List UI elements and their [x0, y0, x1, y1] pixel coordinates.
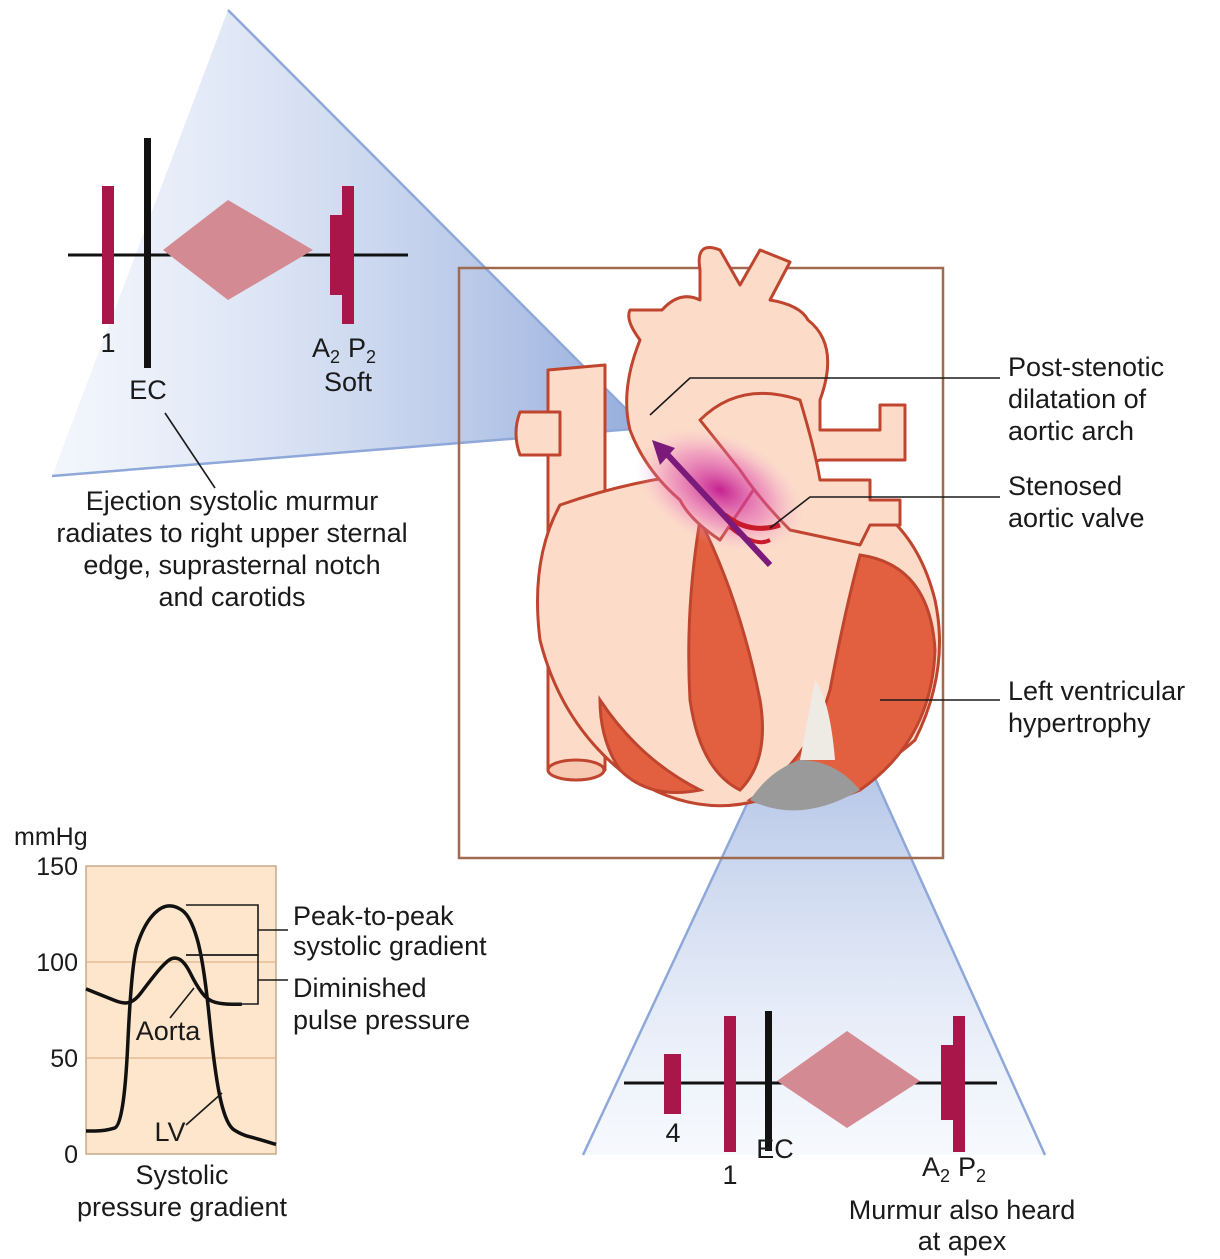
bottom-a2-letter: A — [922, 1152, 940, 1182]
bottom-ejection-click-bar — [765, 1011, 772, 1151]
top-p2-sub: 2 — [366, 347, 376, 367]
chart-y-ticks: 0 50 100 150 — [36, 853, 78, 1169]
top-a2-bar — [330, 215, 342, 295]
post-stenotic-line-2: dilatation of — [1008, 384, 1147, 414]
apex-caption-line-2: at apex — [918, 1226, 1007, 1256]
murmur-caption-line-4: and carotids — [158, 582, 305, 612]
heart-illustration — [516, 248, 940, 811]
bottom-a2-bar — [941, 1045, 953, 1120]
chart-y-tick-label: 150 — [36, 853, 78, 881]
pressure-chart: mmHg 0 50 100 150 Aorta LV Peak-to-peak sys… — [14, 823, 487, 1222]
chart-y-tick-label: 100 — [36, 949, 78, 977]
post-stenotic-line-3: aortic arch — [1008, 416, 1134, 446]
murmur-radiation-caption: Ejection systolic murmur radiates to rig… — [56, 486, 407, 612]
bottom-s1-label: 1 — [722, 1160, 737, 1190]
chart-caption-line-1: Systolic — [135, 1160, 228, 1190]
murmur-caption-line-2: radiates to right upper sternal — [56, 518, 407, 548]
bottom-s1-bar — [724, 1016, 736, 1152]
chart-y-tick-label: 50 — [50, 1045, 78, 1073]
lvh-line-2: hypertrophy — [1008, 708, 1151, 738]
bottom-s4-bar — [664, 1054, 681, 1114]
pulse-pressure-line-1: Diminished — [293, 973, 427, 1003]
top-ejection-click-bar — [144, 138, 151, 368]
top-p2-letter: P — [348, 333, 366, 363]
chart-caption-line-2: pressure gradient — [77, 1192, 288, 1222]
pulse-pressure-line-2: pulse pressure — [293, 1005, 470, 1035]
stenosed-valve-line-1: Stenosed — [1008, 471, 1122, 501]
vena-cava-opening — [548, 760, 604, 780]
bottom-p2-bar — [953, 1016, 965, 1152]
chart-unit-label: mmHg — [14, 823, 88, 851]
apex-caption-line-1: Murmur also heard — [849, 1195, 1076, 1225]
top-s1-bar — [102, 186, 114, 324]
lvh-line-1: Left ventricular — [1008, 676, 1185, 706]
murmur-caption-line-1: Ejection systolic murmur — [86, 486, 379, 516]
bottom-a2-sub: 2 — [940, 1166, 950, 1186]
bottom-ec-label: EC — [756, 1134, 794, 1164]
lv-series-label: LV — [154, 1117, 185, 1147]
post-stenotic-line-1: Post-stenotic — [1008, 352, 1164, 382]
top-a2-sub: 2 — [330, 347, 340, 367]
top-p2-bar — [342, 186, 354, 324]
top-ec-label: EC — [129, 375, 167, 405]
top-a2-letter: A — [312, 333, 330, 363]
peak-gradient-line-1: Peak-to-peak — [293, 901, 454, 931]
bottom-p2-letter: P — [958, 1152, 976, 1182]
bottom-p2-sub: 2 — [976, 1166, 986, 1186]
top-s1-label: 1 — [100, 328, 115, 358]
bottom-s4-label: 4 — [665, 1118, 680, 1148]
aorta-series-label: Aorta — [136, 1016, 202, 1046]
azygos-stub — [516, 412, 560, 455]
stenosed-valve-line-2: aortic valve — [1008, 503, 1145, 533]
murmur-caption-line-3: edge, suprasternal notch — [83, 550, 380, 580]
peak-gradient-line-2: systolic gradient — [293, 931, 487, 961]
top-soft-label: Soft — [324, 367, 373, 397]
chart-y-tick-label: 0 — [64, 1141, 78, 1169]
